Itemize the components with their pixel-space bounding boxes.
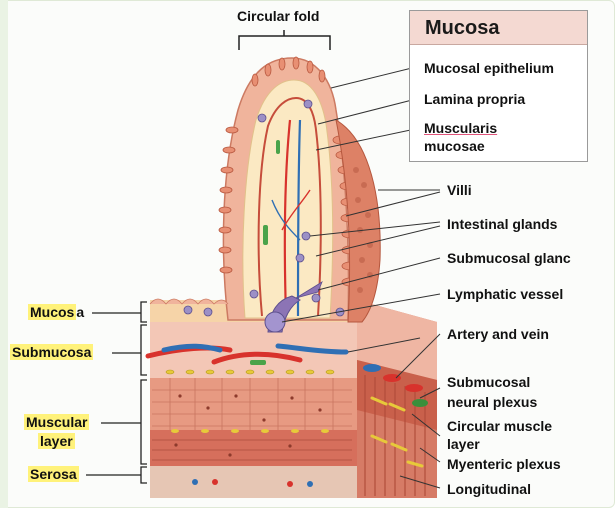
label-longitudinal: Longitudinal (447, 481, 531, 497)
muscle-cell-pattern (152, 378, 352, 430)
label-submucosal-gland: Submucosal glanc (447, 250, 571, 266)
circular-fold-label: Circular fold (237, 8, 320, 24)
label-circular-muscle-line2: layer (447, 436, 480, 452)
fold-artery (283, 119, 292, 317)
mucosa-legend-header: Mucosa (410, 11, 587, 45)
label-submucosal-plexus-line2: neural plexus (447, 394, 538, 410)
left-layer-brackets (86, 301, 147, 484)
submucosal-plexus-dots (165, 369, 335, 375)
label-submucosal-plexus-line1: Submucosal (447, 374, 531, 390)
legend-mucosal-epithelium: Mucosal epithelium (424, 60, 554, 76)
submucosa-vein (161, 343, 223, 353)
label-artery-and-vein: Artery and vein (447, 326, 549, 342)
label-muscular-line2: layer (38, 433, 75, 450)
label-myenteric-plexus: Myenteric plexus (447, 456, 561, 472)
legend-muscularis: Muscularis (424, 120, 498, 136)
submucosa-layer (150, 322, 357, 378)
label-layer-text: layer (38, 433, 75, 449)
label-lymphatic-vessel: Lymphatic vessel (447, 286, 564, 302)
legend-mucosae: mucosae (424, 138, 485, 154)
label-serosa-text: Serosa (28, 466, 79, 482)
label-circular-muscle-line1: Circular muscle (447, 418, 553, 434)
villi-mass (335, 119, 381, 323)
label-mucosa-highlighted: Mucos (28, 304, 77, 320)
legend-lamina-propria: Lamina propria (424, 91, 526, 107)
circular-muscle-layer (150, 378, 357, 430)
leader-lines (281, 65, 441, 489)
label-submucosa-text: Submucosa (10, 344, 94, 360)
label-muscular-text: Muscular (24, 414, 90, 430)
label-submucosa: Submucosa (10, 344, 94, 361)
label-muscular-line1: Muscular (24, 414, 90, 431)
left-panel-strip (0, 0, 8, 508)
lymph-nodules (249, 99, 321, 303)
fold-vein (296, 119, 302, 317)
circular-fold-bracket (238, 35, 331, 50)
label-villi: Villi (447, 182, 472, 198)
label-mucosa-rest: a (76, 304, 85, 320)
muscularis-mucosae (257, 96, 322, 317)
mucosa-legend-box: Mucosa Mucosal epithelium Lamina propria… (409, 10, 588, 162)
label-intestinal-glands: Intestinal glands (447, 216, 558, 232)
serosa-layer (150, 466, 357, 498)
longitudinal-muscle-layer (150, 430, 357, 466)
cell-nuclei (174, 394, 322, 457)
label-serosa: Serosa (28, 466, 79, 483)
mucosa-legend-title: Mucosa (425, 17, 500, 39)
submucosal-gland (295, 281, 323, 299)
